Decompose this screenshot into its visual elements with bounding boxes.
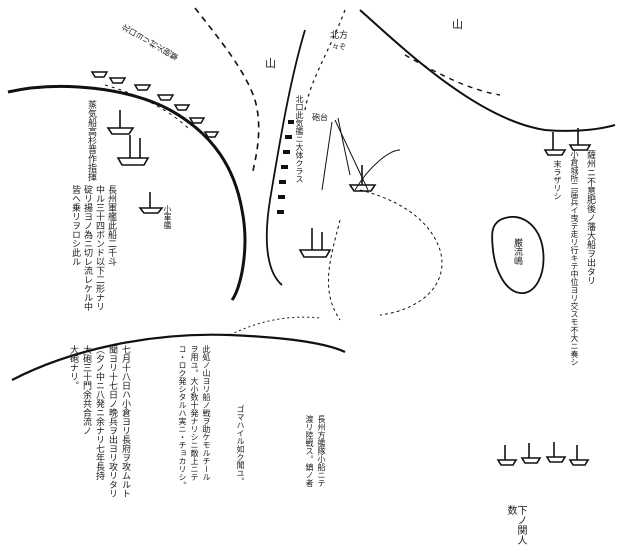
bottom-note-1: 七月十八日ハ小倉ヨリ長府ヲ攻ムルト xyxy=(120,345,130,498)
mountain-label-top: 山 xyxy=(452,18,463,31)
left-ridge-dashed xyxy=(194,7,260,176)
shimonoseki-label: 下ノ関人数 xyxy=(505,505,526,545)
battery-marks xyxy=(277,120,294,214)
bottom-note-3: （夕ノ中ニ八発ニ余ナリ七年長持 xyxy=(94,345,104,480)
north-label: 北方 xyxy=(330,31,349,41)
mid-note-1: 此処ノ山ヨリ船ノ戦ヲ助ケモルチール xyxy=(202,345,211,481)
right-ridge-dashed xyxy=(404,54,501,96)
steamers-caption: 蒸気船高杉晋作指揮 xyxy=(86,100,96,181)
fire-line-1 xyxy=(334,119,369,191)
lower-note-1: 長州方艦隊小船ニテ xyxy=(317,415,326,487)
right-note-2: 小倉城所二届兵イ曳テ走リ行キテ中位ヨリ交スモ不大ニ奏シ xyxy=(570,150,579,366)
mid-note-3: コ・ロク発シタルハ実ニ・チョカリシ。 xyxy=(178,345,187,489)
trajectory-curve xyxy=(354,149,401,191)
island-outline xyxy=(491,215,545,294)
fire-arc-dashed-2 xyxy=(328,219,341,321)
mid-note-2: ヲ用ユ。大小数十発ナリシニ敵上ニテ xyxy=(190,345,199,481)
lower-note-2: 渡リ陸戦ス。鎮ノ者 xyxy=(305,415,314,487)
top-ridge-dashed xyxy=(304,9,346,111)
fire-line-3 xyxy=(321,121,333,191)
island-label: 巌流嶋 xyxy=(512,238,522,265)
channel-line xyxy=(265,29,306,286)
flagship-note-1: 長州軍艦此船二千斗 xyxy=(106,185,116,266)
small-fleet-label: 小軍艦 xyxy=(163,205,172,229)
right-note-3: 末ラザリシ xyxy=(553,160,562,200)
fire-line-2 xyxy=(337,117,351,176)
fire-arc-dashed xyxy=(359,189,443,316)
flagship-note-4: 皆ヘ乗リヲロシ此ル xyxy=(70,185,80,266)
flagship-note-3: 碇リ揚ヨノ為ニ切レ流レケル中 xyxy=(82,185,92,311)
bottom-note-4: 大砲三十門余共合流ノ xyxy=(81,345,91,435)
bottom-note-5: 大砲ナリ。 xyxy=(68,345,78,390)
channel-note: 北口此気艦ニ大体クラス xyxy=(295,95,304,183)
left-coastline xyxy=(7,84,247,301)
mid-note-4: ゴマハイル如ク聞ユ。 xyxy=(236,405,245,485)
north-sublabel: 々ぞ xyxy=(332,43,346,51)
coast-vessels xyxy=(90,71,220,138)
ship-drawings xyxy=(106,110,592,466)
shore-battery-label: 砲台 xyxy=(312,113,328,122)
right-note-1: 薩州ニ不意肥後ノ藩大船ヲ出タリ xyxy=(585,150,595,285)
right-coastline xyxy=(359,9,616,132)
mountain-label-left: 山 xyxy=(265,57,276,70)
bottom-note-2: 聞ヨリ十七日ノ晩兵ヲ出ヨリ攻リタリ xyxy=(107,345,117,498)
flagship-note-2: 中ル三十四ボンド以下二形ナリ xyxy=(94,185,104,311)
left-ridge-thin xyxy=(104,84,191,131)
lower-coastline xyxy=(11,333,346,381)
lower-shore-mark xyxy=(229,316,321,336)
